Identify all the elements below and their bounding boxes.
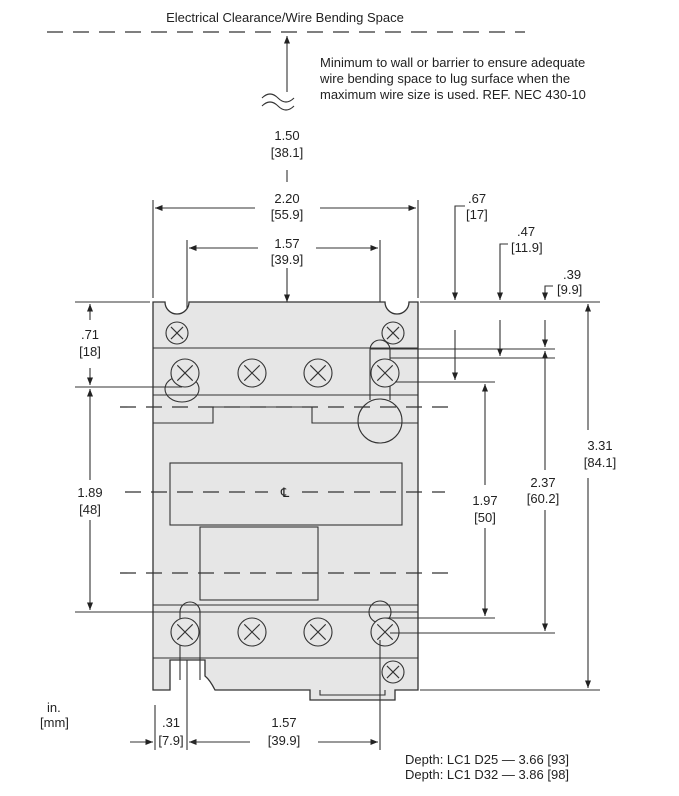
screw-icon [237,617,267,647]
screw-icon [303,358,333,388]
keyhole-mount [357,398,403,444]
dim-237-mm: [60.2] [527,491,560,506]
units-in: in. [47,700,61,715]
dim-071-in: .71 [81,327,99,342]
terminal-screws [165,321,405,684]
dim-top-mount-in: 1.57 [274,236,299,251]
clearance-title: Electrical Clearance/Wire Bending Space [166,10,404,25]
dim-031-mm: [7.9] [158,733,183,748]
depth-d25: Depth: LC1 D25 — 3.66 [93] [405,752,569,767]
dim-width-in: 2.20 [274,191,299,206]
centerline-symbol: ℄ [280,485,290,500]
dim-031-in: .31 [162,715,180,730]
dim-height-mm: [84.1] [584,455,617,470]
note-line: maximum wire size is used. REF. NEC 430-… [320,87,586,102]
screw-icon [370,617,400,647]
dim-047-in: .47 [517,224,535,239]
keyhole-slot [369,339,391,400]
dim-line [496,243,508,300]
note-line: Minimum to wall or barrier to ensure ade… [320,55,585,70]
dim-line [451,205,465,300]
note-line: wire bending space to lug surface when t… [319,71,570,86]
dim-clearance-in: 1.50 [274,128,299,143]
screw-icon [170,617,200,647]
dim-top-mount-mm: [39.9] [271,252,304,267]
dim-047-mm: [11.9] [511,240,543,255]
mount-slot-bottom [179,601,201,680]
screw-icon [237,358,267,388]
dim-197-in: 1.97 [472,493,497,508]
contactor-body [152,301,419,701]
screw-icon [381,321,405,345]
dim-039-in: .39 [563,267,581,282]
dim-width-mm: [55.9] [271,207,304,222]
depth-d32: Depth: LC1 D32 — 3.86 [98] [405,767,569,782]
dim-237-in: 2.37 [530,475,555,490]
dim-067-mm: [17] [466,207,488,222]
dim-height-in: 3.31 [587,438,612,453]
break-symbol [261,93,295,111]
dim-197-mm: [50] [474,510,496,525]
units-mm: [mm] [40,715,69,730]
screw-icon [170,358,200,388]
dim-bottom-mount-in: 1.57 [271,715,296,730]
dim-bottom-mount-mm: [39.9] [268,733,301,748]
clearance-note: Minimum to wall or barrier to ensure ade… [319,55,586,102]
dim-line [541,285,553,300]
dim-189-mm: [48] [79,502,101,517]
dim-067-in: .67 [468,191,486,206]
dim-189-in: 1.89 [77,485,102,500]
screw-icon [370,358,400,388]
screw-icon [165,321,189,345]
screw-icon [303,617,333,647]
dim-071-mm: [18] [79,344,101,359]
dim-clearance-mm: [38.1] [271,145,304,160]
dim-039-mm: [9.9] [557,282,582,297]
screw-icon [381,660,405,684]
